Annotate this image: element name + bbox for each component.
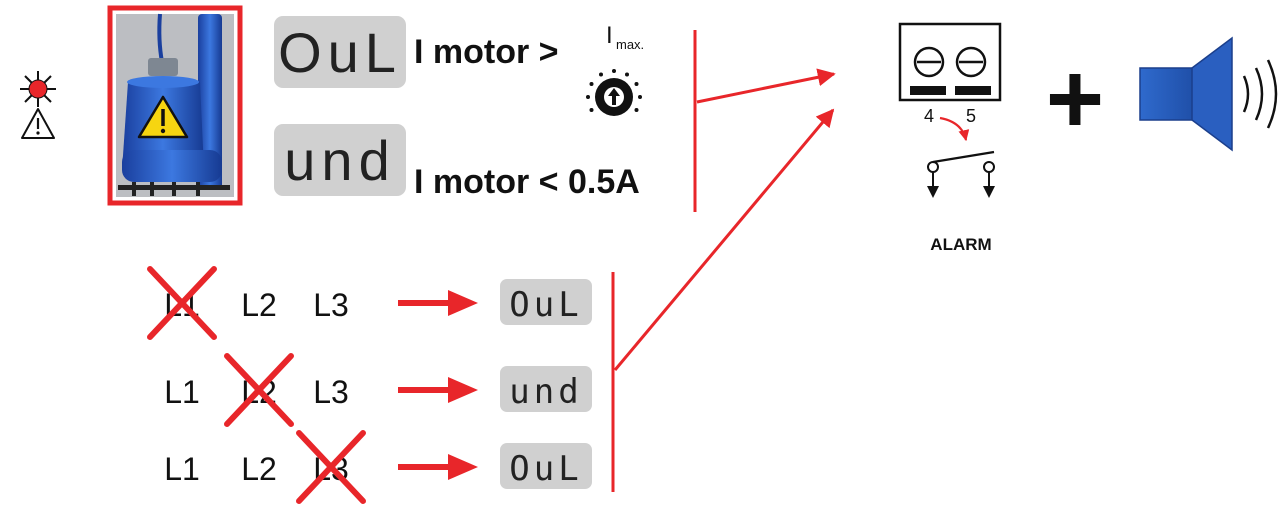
failed-phase-cross xyxy=(224,353,294,427)
horn-speaker-icon xyxy=(1139,36,1278,152)
phase-label: L1 xyxy=(164,451,200,487)
bottom-to-relay-arrow xyxy=(613,108,835,371)
phase-fault-row: L1L2L3OuL xyxy=(147,266,592,340)
knob-label: I xyxy=(606,22,613,49)
overload-display-code: OuL xyxy=(278,21,402,84)
terminal-4-label: 4 xyxy=(924,106,934,126)
phase-fault-table: L1L2L3OuLL1L2L3undL1L2L3OuL xyxy=(147,266,592,504)
rotary-knob-icon xyxy=(586,69,642,116)
phase-label: L1 xyxy=(164,374,200,410)
phase-label: L3 xyxy=(313,374,349,410)
underload-display-code: und xyxy=(284,129,395,192)
relay-curve-arrow xyxy=(939,116,970,142)
screw-terminal-5-icon xyxy=(955,46,987,78)
alarm-label: ALARM xyxy=(930,235,991,254)
failed-phase-cross xyxy=(296,430,366,504)
underload-display: und xyxy=(274,124,406,196)
phase-label: L3 xyxy=(313,287,349,323)
screw-terminal-4-icon xyxy=(913,46,945,78)
submersible-pump-warning-icon xyxy=(107,5,243,206)
failed-phase-cross xyxy=(147,266,217,340)
phase-fault-arrow xyxy=(398,377,478,403)
knob-subscript: max. xyxy=(616,37,644,52)
top-to-relay-arrow xyxy=(696,68,836,104)
phase-fault-display-code: OuL xyxy=(509,449,582,489)
phase-fault-display: OuL xyxy=(500,279,592,325)
phase-fault-display: OuL xyxy=(500,443,592,489)
phase-fault-row: L1L2L3und xyxy=(164,353,592,427)
phase-label: L2 xyxy=(241,451,277,487)
phase-fault-arrow xyxy=(398,454,478,480)
warning-triangle-icon xyxy=(21,108,55,139)
overload-display: OuL xyxy=(274,16,406,88)
phase-fault-display: und xyxy=(500,366,592,412)
phase-fault-arrow xyxy=(398,290,478,316)
terminal-block xyxy=(898,22,1002,102)
phase-label: L2 xyxy=(241,287,277,323)
underload-condition-label: I motor < 0.5A xyxy=(414,163,640,201)
plus-sign: + xyxy=(1046,43,1104,155)
alarm-relay-contact-icon xyxy=(927,150,995,198)
phase-fault-display-code: OuL xyxy=(509,285,582,325)
phase-fault-display-code: und xyxy=(509,372,582,412)
overload-condition-label: I motor > xyxy=(414,33,559,71)
red-warning-lamp-icon xyxy=(20,71,56,107)
terminal-5-label: 5 xyxy=(966,106,976,126)
phase-fault-row: L1L2L3OuL xyxy=(164,430,592,504)
